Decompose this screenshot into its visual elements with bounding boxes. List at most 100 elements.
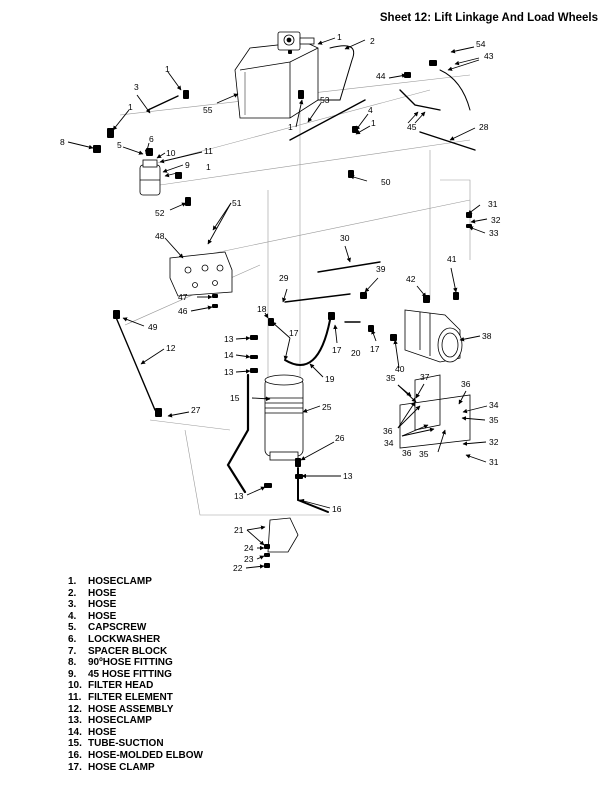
callout-1: 1 (206, 162, 211, 172)
callout-32: 32 (491, 215, 501, 225)
callout-42: 42 (406, 274, 416, 284)
callout-35: 35 (489, 415, 499, 425)
callout-32: 32 (489, 437, 499, 447)
callout-38: 38 (482, 331, 492, 341)
callout-46: 46 (178, 306, 188, 316)
callout-10: 10 (166, 148, 176, 158)
legend-item-number: 7. (68, 645, 77, 657)
legend-item-name: TUBE-SUCTION (88, 738, 164, 750)
callout-20: 20 (351, 348, 361, 358)
legend-item-name: HOSE (88, 610, 117, 622)
legend-item-number: 5. (68, 622, 77, 634)
callout-21: 21 (234, 525, 244, 535)
legend-item: 2.HOSE (68, 588, 203, 600)
callout-9: 9 (185, 160, 190, 170)
valve-block (169, 251, 233, 297)
callout-35: 35 (386, 373, 396, 383)
legend-item-number: 3. (68, 599, 77, 611)
callout-37: 37 (420, 372, 430, 382)
legend-item: 11.FILTER ELEMENT (68, 692, 203, 704)
callout-29: 29 (279, 273, 289, 283)
hydraulic-tank (234, 31, 319, 119)
legend-item: 6. LOCKWASHER (68, 634, 203, 646)
legend-item: 17. HOSE CLAMP (68, 762, 203, 774)
callout-2: 2 (370, 36, 375, 46)
legend-item: 3.HOSE (68, 599, 203, 611)
callout-1: 1 (337, 32, 342, 42)
legend-item-name: 45 HOSE FITTING (88, 668, 172, 680)
callout-55: 55 (203, 105, 213, 115)
callout-33: 33 (489, 228, 499, 238)
legend-item-name: HOSE ASSEMBLY (88, 703, 174, 715)
callout-1: 1 (165, 64, 170, 74)
legend-item-name: SPACER BLOCK (88, 645, 168, 657)
legend-item: 10. FILTER HEAD (68, 680, 203, 692)
callout-48: 48 (155, 231, 165, 241)
callout-27: 27 (191, 405, 201, 415)
legend-item-number: 13. (68, 715, 82, 727)
callout-24: 24 (244, 543, 254, 553)
callout-47: 47 (178, 292, 188, 302)
callout-13: 13 (234, 491, 244, 501)
callout-30: 30 (340, 233, 350, 243)
callout-17: 17 (289, 328, 299, 338)
legend-item-name: HOSE-MOLDED ELBOW (88, 749, 203, 761)
legend-item-name: HOSECLAMP (88, 576, 152, 587)
parts-diagram: 1 2 54 43 1 3 55 44 53 1 4 1 1 45 28 8 5… (60, 31, 501, 573)
callout-44: 44 (376, 71, 386, 81)
callout-3: 3 (134, 82, 139, 92)
legend-item-name: CAPSCREW (88, 622, 147, 634)
legend-item: 9. 45 HOSE FITTING (68, 669, 203, 681)
callout-25: 25 (322, 402, 332, 412)
callout-31: 31 (488, 199, 498, 209)
callout-19: 19 (325, 374, 335, 384)
callout-6: 6 (149, 134, 154, 144)
callout-11: 11 (204, 146, 213, 156)
callout-39: 39 (376, 264, 386, 274)
callout-labels: 1 2 54 43 1 3 55 44 53 1 4 1 1 45 28 8 5… (60, 32, 501, 573)
legend-item-number: 8. (68, 657, 77, 669)
legend-item: 7. SPACER BLOCK (68, 646, 203, 658)
callout-4: 4 (368, 105, 373, 115)
callout-40: 40 (395, 364, 405, 374)
leader-arrows (67, 37, 488, 569)
callout-36: 36 (461, 379, 471, 389)
legend-item-number: 14. (68, 726, 82, 738)
callout-51: 51 (232, 198, 242, 208)
callout-45: 45 (407, 122, 417, 132)
callout-22: 22 (233, 563, 243, 573)
callout-36: 36 (402, 448, 412, 458)
legend-item: 16.HOSE-MOLDED ELBOW (68, 750, 203, 762)
legend-item-name: LOCKWASHER (88, 633, 161, 645)
callout-14: 14 (224, 350, 234, 360)
callout-8: 8 (60, 137, 65, 147)
callout-13: 13 (343, 471, 353, 481)
callout-16: 16 (332, 504, 342, 514)
legend-item-number: 6. (68, 633, 77, 645)
callout-31: 31 (489, 457, 499, 467)
legend-item-number: 10. (68, 680, 82, 692)
legend-item: 12.HOSE ASSEMBLY (68, 704, 203, 716)
legend-item-number: 11. (68, 691, 82, 703)
legend-item-number: 9. (68, 668, 77, 680)
callout-36: 36 (383, 426, 393, 436)
legend-item-name: HOSE (88, 587, 117, 599)
legend-item-name: FILTER HEAD (88, 680, 154, 692)
legend-item-number: 17. (68, 761, 82, 773)
callout-1: 1 (288, 122, 293, 132)
callout-18: 18 (257, 304, 267, 314)
legend-item: 1.HOSECLAMP (68, 576, 203, 588)
suction-filter (264, 374, 304, 461)
callout-28: 28 (479, 122, 489, 132)
legend-item: 8.90ºHOSE FITTING (68, 657, 203, 669)
legend-item: 4. HOSE (68, 611, 203, 623)
callout-23: 23 (244, 554, 254, 564)
callout-43: 43 (484, 51, 494, 61)
legend-item: 15.TUBE-SUCTION (68, 738, 203, 750)
legend-item: 13.HOSECLAMP (68, 715, 203, 727)
legend-item-number: 4. (68, 610, 77, 622)
legend-item-name: HOSE (88, 726, 117, 738)
legend-item-name: HOSE CLAMP (88, 761, 155, 773)
callout-53: 53 (320, 95, 330, 105)
